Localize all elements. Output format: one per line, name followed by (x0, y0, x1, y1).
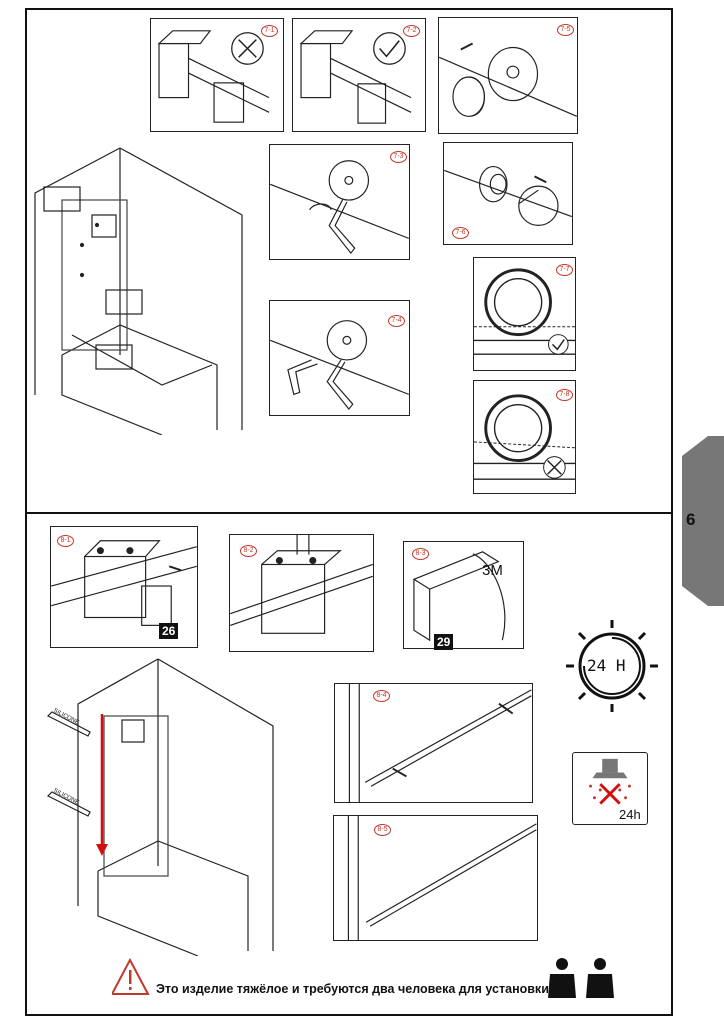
page-tab (678, 436, 724, 606)
section-8-frame (25, 512, 673, 1016)
step-7-8-tag: 7-8 (556, 389, 573, 401)
step-7-7-tag: 7-7 (556, 264, 573, 276)
step-7-4-tag: 7-4 (388, 315, 405, 327)
tape-3m-label: 3M (482, 562, 503, 579)
step-8-3-tag: 8-3 (412, 548, 429, 560)
cure-clock-icon (562, 616, 662, 716)
bathtub-overview-8 (38, 656, 278, 957)
warning-row (110, 956, 632, 1002)
step-7-3-panel: 7-3 (269, 144, 410, 260)
step-7-7-panel: 7-7 (473, 257, 576, 371)
step-8-1-panel: 8-1 26 (50, 526, 198, 648)
step-8-5-panel: 8-5 (333, 815, 538, 941)
step-8-2-tag: 8-2 (240, 545, 257, 557)
no-water-time-label: 24h (619, 807, 641, 822)
step-8-4-tag: 8-4 (373, 690, 390, 702)
step-7-1-panel: 7-1 (150, 18, 284, 132)
page-number: 6 (686, 510, 696, 529)
step-8-1-tag: 8-1 (57, 535, 74, 547)
bathtub-overview-7 (32, 145, 247, 436)
no-shower-panel: 24h (572, 752, 648, 825)
step-8-2-panel: 8-2 (229, 534, 374, 652)
warning-triangle-icon (112, 960, 148, 996)
step-7-5-panel: 7-5 (438, 17, 578, 134)
step-8-5-tag: 8-5 (374, 824, 391, 836)
step-7-8-panel: 7-8 (473, 380, 576, 494)
step-7-1-tag: 7-1 (261, 25, 278, 37)
part-26-label: 26 (159, 623, 179, 639)
step-7-2-tag: 7-2 (403, 25, 420, 37)
cure-time-label: 24 H (587, 656, 626, 675)
step-7-6-panel: 7-6 (443, 142, 573, 245)
step-7-2-panel: 7-2 (292, 18, 426, 132)
step-7-5-tag: 7-5 (557, 24, 574, 36)
warning-text: Это изделие тяжёлое и требуются два чело… (156, 982, 553, 996)
step-7-6-tag: 7-6 (452, 227, 469, 239)
step-7-4-panel: 7-4 (269, 300, 410, 416)
step-7-3-tag: 7-3 (390, 151, 407, 163)
step-8-3-panel: 8-3 3M 29 (403, 541, 524, 650)
part-29-label: 29 (434, 634, 454, 650)
step-8-4-panel: 8-4 (334, 683, 533, 803)
two-persons-icon (548, 956, 614, 1002)
